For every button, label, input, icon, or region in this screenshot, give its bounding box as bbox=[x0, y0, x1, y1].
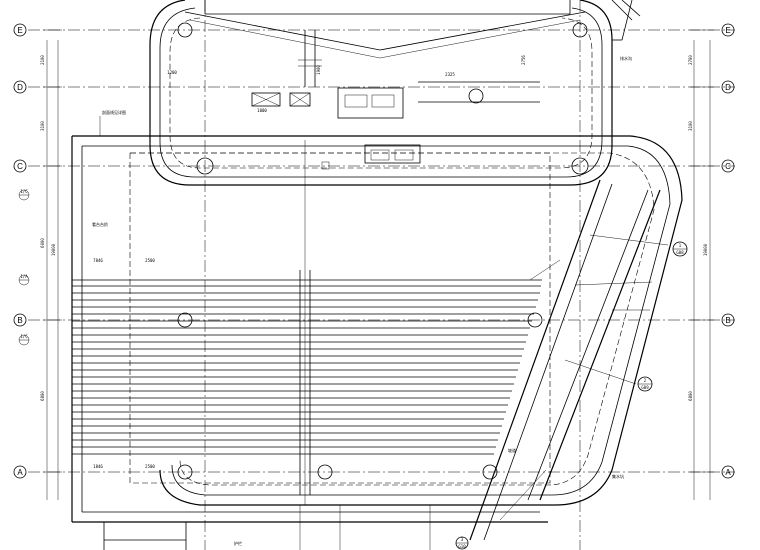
dimension-text: 6000 bbox=[40, 238, 45, 248]
annotation-text: 排水沟 bbox=[620, 55, 632, 61]
annotation-text: 护栏 bbox=[234, 540, 242, 546]
annotation-text: 看台台阶 bbox=[92, 221, 108, 227]
callout-bottom: G08 bbox=[676, 250, 684, 255]
grid-lines bbox=[28, 0, 735, 550]
grid-bubbles-left: E D C B A 1/C 1/A 1/C bbox=[13, 23, 30, 479]
dimension-text: 7846 bbox=[93, 258, 103, 263]
dimension-text: 2500 bbox=[145, 258, 155, 263]
sub-grid-label: 1/A bbox=[20, 274, 28, 279]
grid-label-left: A bbox=[17, 468, 23, 477]
stand-perimeter bbox=[71, 135, 683, 523]
grid-label-right: A bbox=[725, 468, 731, 477]
dimension-text: 1200 bbox=[167, 70, 177, 75]
column-marker bbox=[482, 464, 498, 480]
columns bbox=[177, 22, 589, 480]
dimension-texts: 2100 3100 6000 6800 19000 2700 3100 6800… bbox=[40, 55, 708, 469]
callout-top: 3 bbox=[461, 537, 464, 542]
grid-label-right: B bbox=[725, 316, 730, 325]
ramp bbox=[469, 179, 669, 541]
grid-label-left: B bbox=[17, 316, 22, 325]
dimension-text: 1000 bbox=[257, 108, 267, 113]
grid-label-right: D bbox=[725, 83, 731, 92]
annotations: 剖面线见详图 看台台阶 排水沟 坡道 护栏 集水坑 bbox=[92, 55, 632, 546]
dimension-text: 3100 bbox=[688, 121, 693, 131]
dimension-text: 2325 bbox=[445, 72, 455, 77]
bleacher-steps bbox=[72, 140, 542, 505]
dimension-text: 2100 bbox=[40, 55, 45, 65]
annotation-text: 坡道 bbox=[508, 447, 516, 453]
track-enclosure bbox=[149, 0, 613, 186]
grid-label-right: E bbox=[725, 26, 730, 35]
equipment-rooms bbox=[251, 30, 540, 170]
dimension-text: 6800 bbox=[40, 391, 45, 401]
column-marker bbox=[468, 88, 484, 104]
column-marker bbox=[527, 312, 543, 328]
column-marker bbox=[177, 22, 193, 38]
top-stair bbox=[611, 0, 641, 41]
callout-top: 1 bbox=[679, 243, 682, 248]
dimension-text: 2500 bbox=[145, 464, 155, 469]
callout-bottom: G09 bbox=[641, 385, 649, 390]
column-marker bbox=[571, 157, 589, 175]
sub-grid-label: 1/C bbox=[20, 334, 28, 339]
column-marker bbox=[317, 464, 333, 480]
column-marker bbox=[177, 464, 193, 480]
dimension-text: 6800 bbox=[688, 391, 693, 401]
sub-grid-label: 1/C bbox=[20, 189, 28, 194]
dimension-text: 19000 bbox=[51, 243, 56, 256]
annotation-text: 剖面线见详图 bbox=[102, 109, 126, 115]
dimension-text: 2756 bbox=[521, 55, 526, 65]
grid-label-right: C bbox=[725, 162, 731, 171]
outer-frame bbox=[43, 29, 714, 500]
grid-label-left: C bbox=[17, 162, 23, 171]
column-marker bbox=[196, 157, 214, 175]
column-marker bbox=[177, 312, 193, 328]
dimension-text: 19000 bbox=[703, 243, 708, 256]
grid-label-left: D bbox=[17, 83, 23, 92]
dimension-text: 1846 bbox=[93, 464, 103, 469]
bottom-stubs bbox=[103, 505, 431, 550]
section-callouts: 1 G08 2 G09 3 G10 bbox=[455, 241, 688, 550]
column-marker bbox=[572, 22, 588, 38]
callout-top: 2 bbox=[644, 378, 647, 383]
dimension-text: 2700 bbox=[688, 55, 693, 65]
dimension-text: 3100 bbox=[40, 121, 45, 131]
grid-bubbles-right: E D C B A bbox=[721, 23, 735, 479]
dimension-text: 1900 bbox=[316, 65, 321, 75]
annotation-text: 集水坑 bbox=[612, 473, 624, 479]
callout-bottom: G10 bbox=[458, 544, 466, 549]
grid-label-left: E bbox=[17, 26, 22, 35]
